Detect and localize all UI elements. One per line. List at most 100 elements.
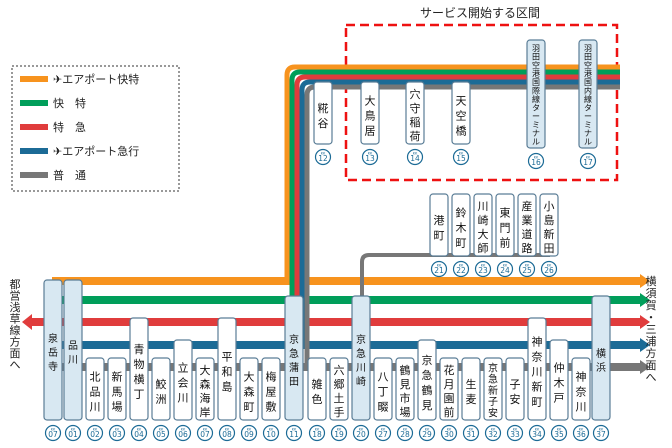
svg-text:横須賀・三浦方面へ: 横須賀・三浦方面へ [646,274,657,384]
legend-item: 特 急 [20,120,86,134]
station-box [85,357,105,421]
station-number: 09 [244,430,254,439]
station-number: 26 [544,266,554,275]
station-number: 37 [596,430,606,439]
airport-branch-line [299,79,620,345]
station-box [195,357,215,421]
station-name: 横浜 [596,347,606,374]
station-name: 八丁畷 [378,370,389,413]
right-note: 横須賀・三浦方面へ [646,274,657,384]
station-name: 京急新子安 [488,362,498,420]
station-code-prefix: KK [115,428,120,432]
station-number: 06 [178,430,188,439]
station-box [261,357,281,421]
station-code-prefix: KK [525,264,530,268]
station-code-prefix: KK [269,428,274,432]
station-name: 平和島 [222,350,233,393]
station-name: 子安 [510,378,521,406]
station-number: 12 [318,154,328,163]
station-name: 小島新田 [544,200,555,255]
station-code-prefix: KK [491,428,496,432]
station-name: 神奈川 [576,369,587,413]
station-number: 28 [400,430,410,439]
station-box [417,339,437,421]
station-number: 34 [532,430,542,439]
airport-branch-line [284,64,620,281]
station-code-prefix: KK [535,428,540,432]
legend-label: 特 急 [53,120,86,134]
station-code-prefix: KK [368,152,373,156]
station-code-prefix: KK [459,264,464,268]
station-name: 大鳥居 [365,93,376,137]
station-code-prefix: KK [513,428,518,432]
station-name: 新馬場 [112,369,123,413]
station-box [239,357,259,421]
station-name: 羽田空港国際線ターミナル [532,44,540,147]
daishi-branch-line [360,253,550,367]
station-number: 03 [112,430,122,439]
legend-label: 快 特 [53,96,86,110]
station-number: 20 [356,430,366,439]
legend-item: 快 特 [20,96,86,110]
station-box [151,357,171,421]
station-code-prefix: KK [359,428,364,432]
station-code-prefix: KK [321,152,326,156]
station-name: 仲木戸 [554,360,565,404]
station-name: 神奈川新町 [532,334,543,408]
station-code-prefix: KK [437,264,442,268]
right-arrow [640,360,650,374]
station-box [578,39,598,149]
station-box [505,357,525,421]
station-name: 梅屋敷 [266,369,277,413]
